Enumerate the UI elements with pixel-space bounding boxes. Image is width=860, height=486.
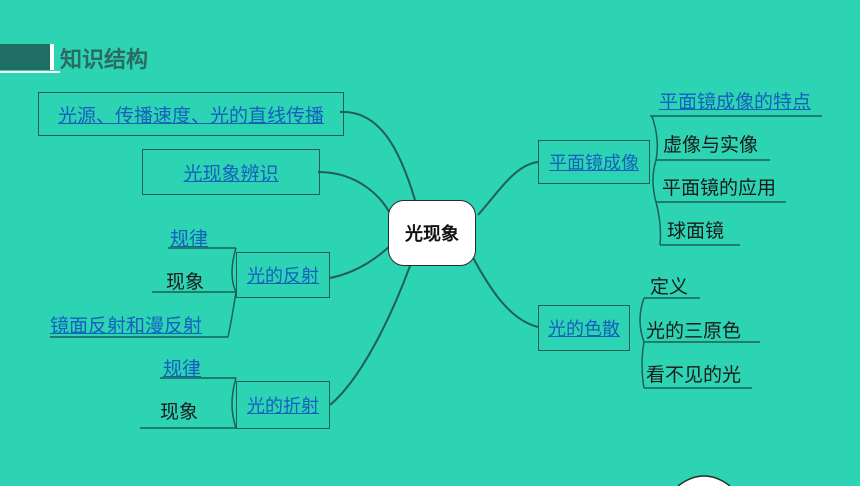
header-bar	[0, 44, 54, 70]
mirror-features[interactable]: 平面镜成像的特点	[659, 91, 812, 113]
connector-refraction	[329, 265, 411, 406]
node-refraction[interactable]: 光的折射	[236, 381, 330, 429]
dispersion-primary-colors: 光的三原色	[646, 320, 742, 342]
connector-source	[339, 110, 416, 201]
center-node[interactable]: 光现象	[388, 200, 476, 266]
reflection-rule[interactable]: 规律	[170, 228, 209, 250]
node-refraction-label[interactable]: 光的折射	[247, 396, 319, 417]
node-reflection[interactable]: 光的反射	[236, 252, 330, 298]
connector-identify	[317, 171, 393, 219]
header-underline	[0, 71, 60, 73]
node-dispersion-label[interactable]: 光的色散	[548, 319, 620, 340]
bracket-dispersion	[639, 297, 645, 389]
bracket-refraction	[231, 377, 237, 429]
bracket-reflection	[227, 247, 237, 338]
mirror-application: 平面镜的应用	[662, 177, 777, 199]
connector-dispersion	[469, 251, 539, 328]
node-plane-mirror-label[interactable]: 平面镜成像	[549, 153, 639, 174]
refraction-rule[interactable]: 规律	[163, 358, 202, 380]
reflection-mirror-diffuse[interactable]: 镜面反射和漫反射	[50, 315, 203, 337]
refraction-phenomenon: 现象	[160, 401, 199, 423]
node-reflection-label[interactable]: 光的反射	[247, 266, 319, 287]
reflection-phenomenon: 现象	[166, 271, 205, 293]
connector-mirror	[477, 161, 539, 216]
center-node-label: 光现象	[405, 224, 459, 245]
node-identify-label[interactable]: 光现象辨识	[183, 162, 279, 185]
node-identify[interactable]: 光现象辨识	[142, 149, 320, 195]
mirror-spherical: 球面镜	[667, 220, 725, 242]
node-light-source-label[interactable]: 光源、传播速度、光的直线传播	[57, 104, 324, 127]
decorative-corner-shape	[677, 475, 731, 486]
node-light-source[interactable]: 光源、传播速度、光的直线传播	[38, 92, 344, 136]
node-dispersion[interactable]: 光的色散	[538, 305, 630, 351]
bracket-mirror	[651, 115, 662, 246]
header-title: 知识结构	[60, 48, 149, 73]
mirror-virtual-real: 虚像与实像	[663, 134, 759, 156]
connector-reflection	[329, 245, 391, 279]
node-plane-mirror[interactable]: 平面镜成像	[538, 140, 650, 184]
dispersion-invisible-light: 看不见的光	[646, 364, 742, 386]
dispersion-definition: 定义	[650, 276, 689, 298]
